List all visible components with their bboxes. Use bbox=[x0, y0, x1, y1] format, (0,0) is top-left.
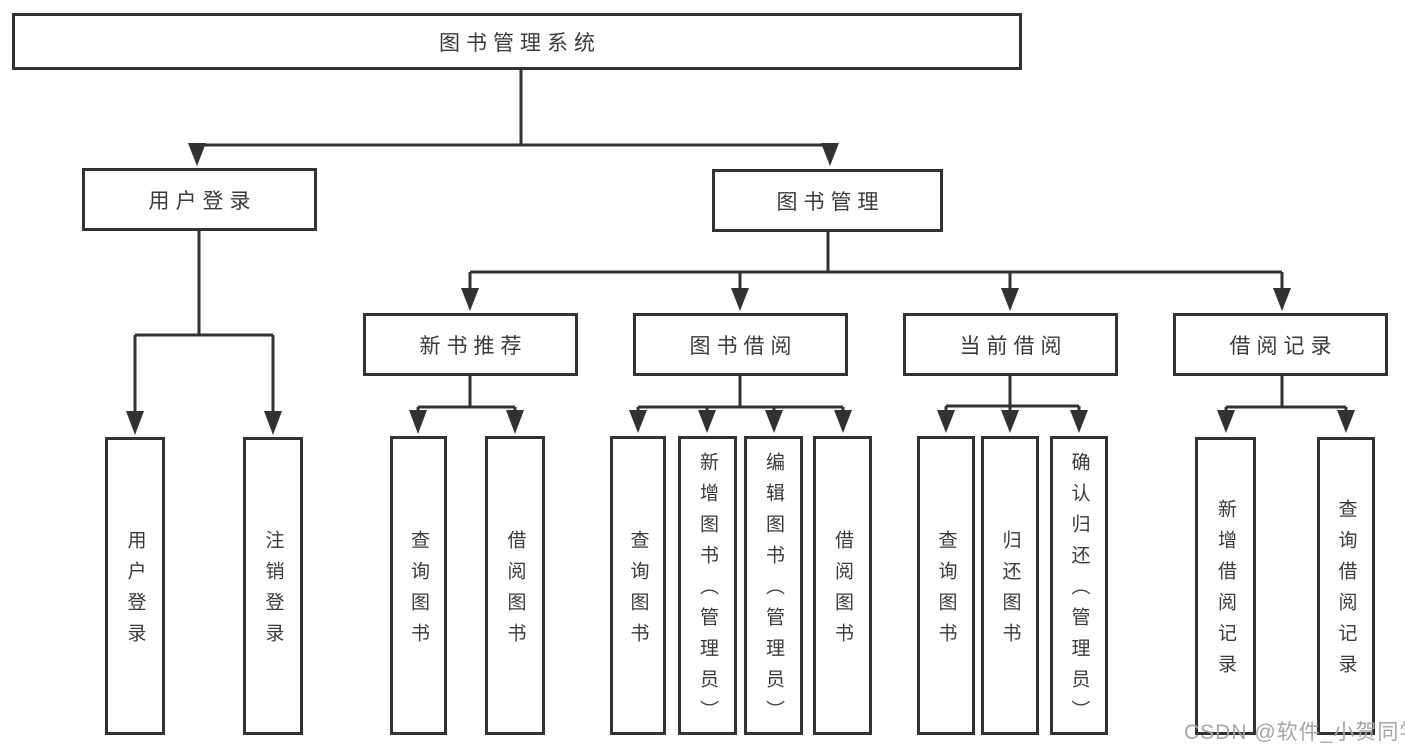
leaf-query-books-current: 查询图书 bbox=[917, 436, 975, 735]
leaf-query-books-borrow-label: 查询图书 bbox=[627, 529, 649, 654]
node-new-book-recommend: 新书推荐 bbox=[363, 313, 578, 376]
node-library-system-label: 图书管理系统 bbox=[439, 31, 601, 55]
node-book-management: 图书管理 bbox=[712, 169, 943, 232]
leaf-query-borrow-record-label: 查询借阅记录 bbox=[1335, 499, 1357, 685]
leaf-query-books-current-label: 查询图书 bbox=[935, 529, 957, 654]
leaf-borrow-books-label: 借阅图书 bbox=[832, 529, 853, 654]
leaf-confirm-return-admin-label: 确认归还（管理员） bbox=[1068, 452, 1090, 731]
node-borrow-records: 借阅记录 bbox=[1173, 313, 1388, 376]
leaf-query-books-recommend: 查询图书 bbox=[390, 436, 447, 735]
node-book-management-label: 图书管理 bbox=[776, 190, 885, 214]
node-book-borrow: 图书借阅 bbox=[633, 313, 848, 376]
watermark: CSDN @软件_小贺同学 bbox=[1184, 721, 1405, 744]
leaf-add-borrow-record-label: 新增借阅记录 bbox=[1215, 499, 1236, 685]
leaf-query-books-borrow: 查询图书 bbox=[610, 436, 666, 735]
node-book-borrow-label: 图书借阅 bbox=[689, 334, 798, 358]
leaf-add-book-admin-label: 新增图书（管理员） bbox=[697, 452, 718, 731]
leaf-borrow-books: 借阅图书 bbox=[813, 436, 872, 735]
leaf-return-books: 归还图书 bbox=[981, 436, 1039, 735]
leaf-user-login-label: 用户登录 bbox=[124, 530, 146, 654]
leaf-query-borrow-record: 查询借阅记录 bbox=[1317, 437, 1375, 735]
leaf-return-books-label: 归还图书 bbox=[999, 529, 1021, 654]
node-current-borrow-label: 当前借阅 bbox=[959, 334, 1068, 358]
arrowhead-icons bbox=[126, 143, 1355, 435]
node-library-system: 图书管理系统 bbox=[12, 13, 1022, 70]
leaf-add-borrow-record: 新增借阅记录 bbox=[1195, 437, 1256, 735]
leaf-logout-label: 注销登录 bbox=[262, 530, 284, 654]
leaf-query-books-recommend-label: 查询图书 bbox=[408, 529, 429, 654]
leaf-edit-book-admin: 编辑图书（管理员） bbox=[744, 436, 803, 735]
leaf-borrow-books-recommend: 借阅图书 bbox=[485, 436, 545, 735]
node-current-borrow: 当前借阅 bbox=[903, 313, 1118, 376]
tree-edges bbox=[133, 70, 1348, 414]
leaf-user-login: 用户登录 bbox=[105, 437, 165, 735]
node-new-book-recommend-label: 新书推荐 bbox=[419, 334, 528, 358]
node-user-login: 用户登录 bbox=[82, 168, 317, 231]
leaf-confirm-return-admin: 确认归还（管理员） bbox=[1050, 436, 1108, 735]
leaf-logout: 注销登录 bbox=[243, 437, 303, 735]
leaf-borrow-books-recommend-label: 借阅图书 bbox=[504, 529, 526, 654]
leaf-edit-book-admin-label: 编辑图书（管理员） bbox=[763, 452, 784, 731]
leaf-add-book-admin: 新增图书（管理员） bbox=[678, 436, 737, 735]
node-user-login-label: 用户登录 bbox=[148, 189, 257, 213]
node-borrow-records-label: 借阅记录 bbox=[1229, 334, 1338, 358]
